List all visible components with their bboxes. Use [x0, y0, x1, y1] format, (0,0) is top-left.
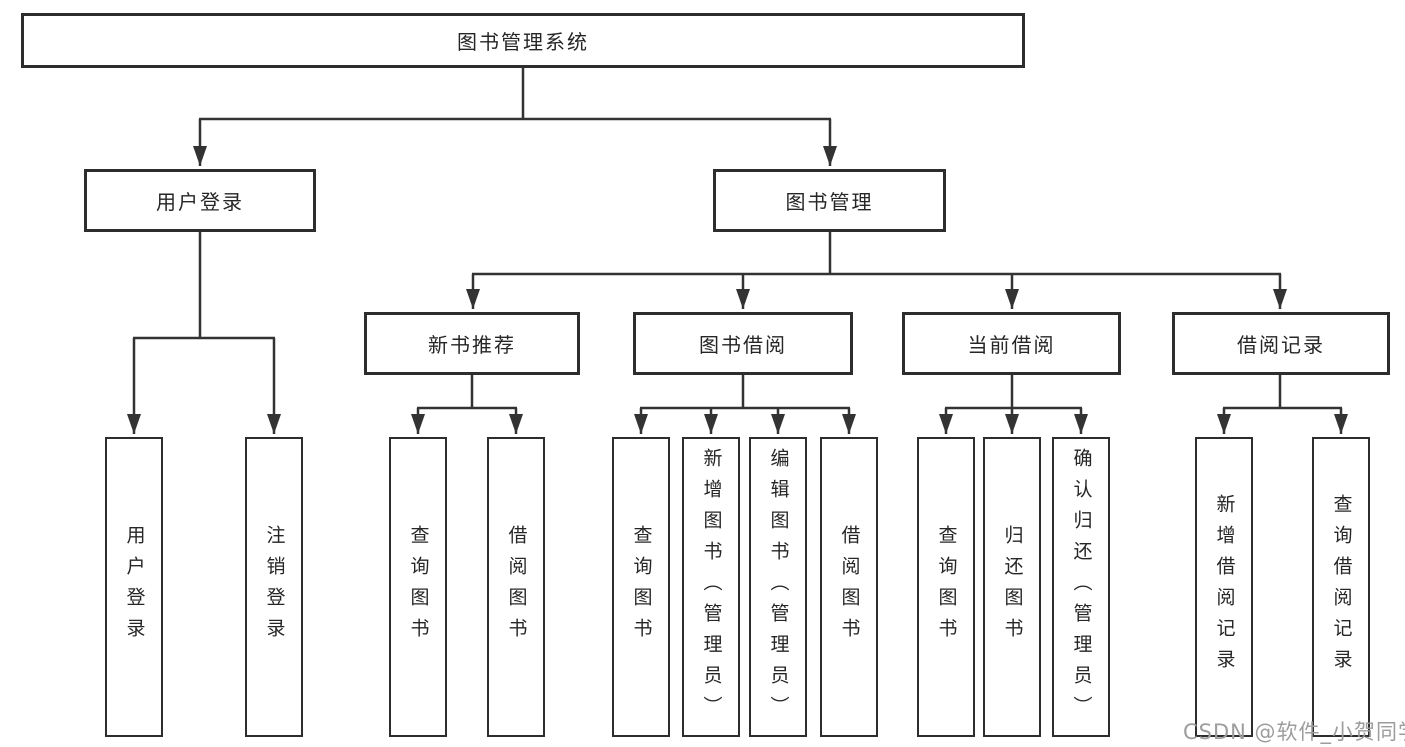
leaf-label: 借阅图书	[505, 525, 528, 649]
leaf-label: 借阅图书	[838, 525, 861, 649]
leaf-query-book-newbook: 查询图书	[389, 437, 447, 737]
connector-borrowing	[634, 375, 856, 434]
leaf-logout: 注销登录	[245, 437, 303, 737]
leaf-borrow-book-newbook: 借阅图书	[487, 437, 545, 737]
leaf-label: 注销登录	[263, 525, 286, 649]
leaf-add-borrow-record: 新增借阅记录	[1195, 437, 1253, 737]
connector-root	[193, 68, 837, 166]
node-new-book-recommendation: 新书推荐	[364, 312, 580, 375]
leaf-label: 用户登录	[123, 525, 146, 649]
connector-new-book	[411, 375, 523, 434]
leaf-return-book: 归还图书	[983, 437, 1041, 737]
node-borrowing-records: 借阅记录	[1172, 312, 1390, 375]
leaf-label: 新增借阅记录	[1213, 494, 1236, 680]
leaf-add-book-admin: 新增图书（管理员）	[682, 437, 740, 737]
leaf-label: 查询图书	[630, 525, 653, 649]
leaf-edit-book-admin: 编辑图书（管理员）	[749, 437, 807, 737]
leaf-query-book-borrow: 查询图书	[612, 437, 670, 737]
connector-user-login	[127, 232, 281, 434]
leaf-label: 新增图书（管理员）	[700, 447, 723, 727]
leaf-confirm-return-admin: 确认归还（管理员）	[1052, 437, 1110, 737]
node-user-login: 用户登录	[84, 169, 316, 232]
leaf-label: 编辑图书（管理员）	[767, 447, 790, 727]
leaf-label: 归还图书	[1001, 525, 1024, 649]
node-book-borrowing: 图书借阅	[633, 312, 853, 375]
leaf-user-login: 用户登录	[105, 437, 163, 737]
leaf-query-borrow-record: 查询借阅记录	[1312, 437, 1370, 737]
leaf-borrow-book: 借阅图书	[820, 437, 878, 737]
node-book-management: 图书管理	[713, 169, 946, 232]
connector-book-management	[466, 232, 1287, 309]
leaf-label: 查询图书	[935, 525, 958, 649]
connector-current	[939, 375, 1088, 434]
connector-records	[1217, 375, 1348, 434]
leaf-label: 查询图书	[407, 525, 430, 649]
node-current-borrowing: 当前借阅	[902, 312, 1121, 375]
node-root: 图书管理系统	[21, 13, 1025, 68]
leaf-label: 确认归还（管理员）	[1070, 447, 1093, 727]
leaf-query-book-current: 查询图书	[917, 437, 975, 737]
leaf-label: 查询借阅记录	[1330, 494, 1353, 680]
watermark: CSDN @软件_小贺同学	[1183, 720, 1405, 744]
